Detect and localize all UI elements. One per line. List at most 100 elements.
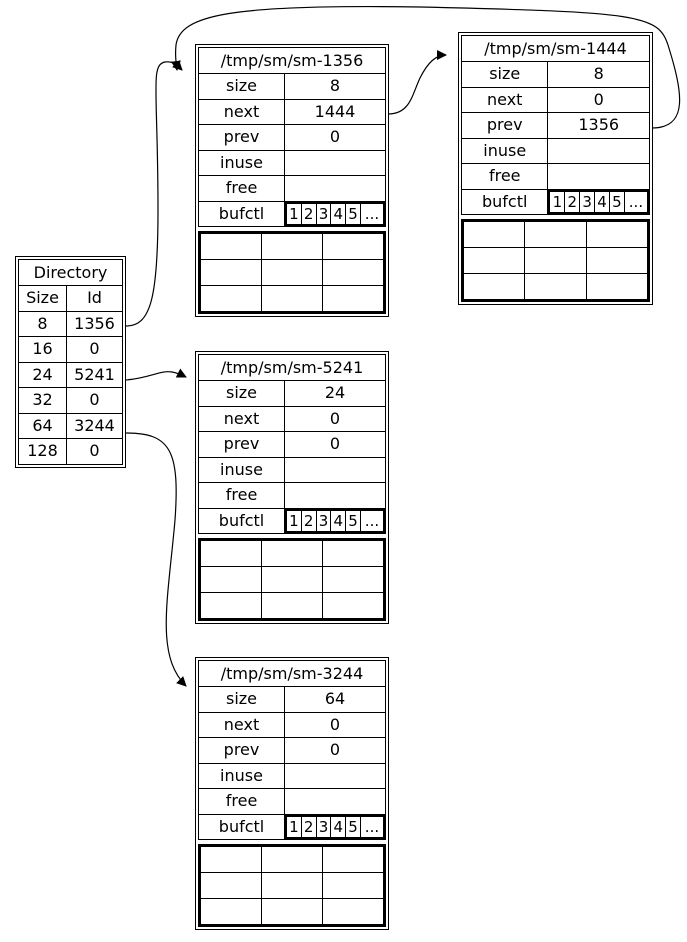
arrow-1444-to-1356 [170,5,681,129]
field-label: inuse [197,149,286,176]
bufctl-slot: 1 [287,816,302,837]
buffer-cell [462,221,526,248]
directory-header-id: Id [66,285,123,312]
field-value [284,762,386,789]
bufctl-slot: ... [364,511,380,530]
buffer-row [462,273,649,300]
field-label: bufctl [460,188,549,215]
field-label: prev [197,431,286,458]
bufctl-slot: 4 [595,191,610,212]
buffer-row [462,247,649,274]
directory-id: 0 [66,387,123,414]
buffer-cell [261,592,323,619]
field-label: bufctl [197,507,286,534]
bufctl-slot: 5 [346,203,361,224]
field-label: prev [197,737,286,764]
buffer-cell [322,285,384,312]
field-value [547,137,650,164]
bufctl-slot: 2 [565,191,581,212]
field-label: bufctl [197,200,286,227]
buffer-cell [585,247,649,274]
field-label: size [460,61,549,88]
bufctl-slot: 2 [302,203,317,224]
segment-title: /tmp/sm/sm-5241 [198,354,386,381]
segment-title: /tmp/sm/sm-1356 [198,47,386,74]
buffer-row [200,566,384,593]
field-label: inuse [460,137,549,164]
field-label: size [197,73,286,100]
field-value [547,163,650,190]
buffer-cell [261,259,323,286]
buffer-cell [200,566,262,593]
directory-size: 64 [18,412,67,439]
buffer-cell [261,540,323,567]
buffer-cell [261,898,323,925]
buffer-row [462,221,649,248]
bufctl-slot: 4 [331,816,347,837]
field-value [284,175,386,202]
field-label: size [197,380,286,407]
buffer-cell [200,592,262,619]
field-value: 0 [284,711,386,738]
buffer-cell [261,566,323,593]
buffer-cell [322,233,384,260]
buffer-row [200,540,384,567]
field-value: 0 [284,405,386,432]
segment-row-free: free [197,175,386,202]
segment-row-free: free [197,788,386,815]
buffer-cell [200,898,262,925]
field-label: prev [460,112,549,139]
buffer-cell [322,566,384,593]
directory-header-size: Size [18,285,67,312]
buffer-cell [261,846,323,873]
buffer-grid [198,844,386,927]
directory-size: 24 [18,361,67,388]
bufctl-slot: 3 [317,203,332,224]
field-label: next [197,711,286,738]
buffer-cell [585,273,649,300]
field-value: 64 [284,686,386,713]
field-value [284,456,386,483]
buffer-cell [261,233,323,260]
directory-size: 8 [18,310,67,337]
bufctl-slot: ... [628,192,644,211]
buffer-cell [322,540,384,567]
bufctl-slot: 1 [287,203,302,224]
arrow-dir-to-1356 [125,60,183,327]
directory-id: 0 [66,336,123,363]
buffer-grid [198,538,386,621]
field-label: free [197,788,286,815]
buffer-cell [261,872,323,899]
segment-row-inuse: inuse [197,762,386,789]
buffer-cell [462,247,526,274]
buffer-row [200,872,384,899]
field-label: free [460,163,549,190]
buffer-cell [524,273,587,300]
buffer-cell [261,285,323,312]
buffer-cell [322,898,384,925]
field-value: 0 [284,124,386,151]
buffer-cell [200,259,262,286]
buffer-cell [200,540,262,567]
field-value: 0 [284,737,386,764]
directory-title: Directory [18,259,123,286]
bufctl-slot: 4 [331,203,347,224]
segment-row-inuse: inuse [460,137,650,164]
field-value: 8 [547,61,650,88]
directory-id: 3244 [66,412,123,439]
